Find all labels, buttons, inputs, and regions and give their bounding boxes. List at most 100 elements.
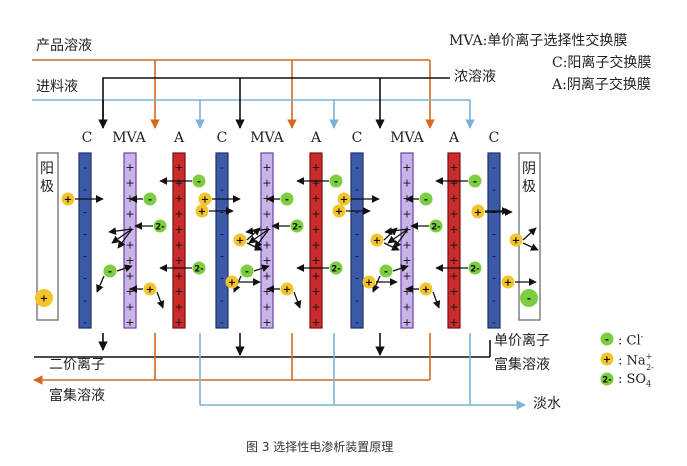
transport-arrow [522,242,539,251]
membrane-charge: - [220,227,224,240]
membrane-charge: + [174,285,183,298]
membrane-charge: - [355,183,359,196]
legend-so4-icon: 2- [600,372,614,386]
membrane-charge: + [174,223,183,236]
transport-arrow [108,227,133,235]
fresh-water-label: 淡水 [533,396,561,412]
membrane-charge: - [220,316,224,329]
membrane-charge: + [174,270,183,283]
na-ion: + [501,275,515,289]
na-ion: + [280,282,294,296]
membrane-charge: + [311,270,320,283]
membrane-a [309,152,323,329]
svg-text:-: - [334,177,338,188]
na-ion: + [143,282,157,296]
transport-arrow [253,264,270,272]
membrane-charge: - [83,294,87,307]
membrane-c [350,152,364,329]
membrane-charge: - [355,294,359,307]
svg-text:-: - [424,195,428,206]
na-ion: + [419,282,433,296]
svg-text:2-: 2- [602,376,612,386]
svg-text:2-: 2- [470,265,480,275]
svg-text:2-: 2- [292,223,302,233]
anode-label: 阳极 [40,161,54,195]
na-ion: + [362,275,376,289]
membrane-charge: + [262,270,271,283]
membrane-charge: - [83,316,87,329]
cl-ion: - [192,174,206,188]
membrane-c [215,152,229,329]
membrane-charge: - [492,316,496,329]
membrane-charge: + [174,301,183,314]
cl-ion: - [143,192,157,206]
membrane-charge: + [125,161,134,174]
svg-text:+: + [283,285,291,296]
membrane-charge: + [262,316,271,329]
svg-text:-: - [197,177,201,188]
cl-ion: - [329,174,343,188]
svg-text:-: - [384,267,388,278]
ion-transport-arrows [75,177,539,309]
transport-arrow [387,228,409,244]
membrane-charge: - [83,227,87,240]
membrane-charge: + [125,270,134,283]
na-ion: + [471,205,485,219]
svg-text:+: + [512,236,520,247]
anode-electrode [36,152,59,321]
membrane-charge: + [449,270,458,283]
so4-ion: 2- [468,261,482,275]
membrane-charge: + [174,208,183,221]
so4-ion: 2- [290,219,304,233]
membrane-charge: + [402,161,411,174]
fresh-outlet-lines [199,333,526,410]
membrane-charge: + [125,208,134,221]
svg-text:+: + [603,355,611,366]
membrane-charge: - [492,227,496,240]
product-inlet-lines [32,59,435,129]
membrane-charge: + [449,254,458,267]
membrane-c [78,152,92,329]
transport-arrow [392,264,409,272]
membrane-charge: + [125,285,134,298]
membrane-a [447,152,461,329]
svg-text:+: + [340,195,348,206]
cl-ion: - [379,264,393,278]
transport-arrow [384,227,409,235]
svg-text:-: - [108,267,112,278]
membrane-charge: + [311,208,320,221]
transport-arrow [156,291,165,309]
svg-text:2-: 2- [431,223,441,233]
membrane-charge: + [449,177,458,190]
membrane-charge: + [174,192,183,205]
na-ion: + [337,192,351,206]
svg-text:+: + [335,207,343,218]
transport-arrow [254,228,270,249]
transport-arrow [245,227,270,235]
transport-arrow [246,242,263,251]
na-ion: + [61,192,75,206]
membrane-charge: + [449,223,458,236]
transport-arrow [432,291,441,309]
cl-ion: - [103,264,117,278]
transport-arrow [117,228,133,249]
membrane-charge: + [402,285,411,298]
membrane-charge: - [355,227,359,240]
svg-text:+: + [201,195,209,206]
membrane-charge: + [174,177,183,190]
membrane-charge: - [83,183,87,196]
membrane-charge: + [402,254,411,267]
membrane-charge: + [174,239,183,252]
membrane-charge: + [311,316,320,329]
cathode-label: 阴极 [522,161,536,195]
product-solution-label: 产品溶液 [36,38,92,54]
cl-ion: - [280,192,294,206]
membrane-charge: + [311,301,320,314]
svg-text:+: + [422,285,430,296]
na-ion: + [370,233,384,247]
membrane-label: C [216,130,228,146]
cl-ion: - [240,264,254,278]
membrane-label: A [310,130,322,146]
membrane-charge: + [262,239,271,252]
